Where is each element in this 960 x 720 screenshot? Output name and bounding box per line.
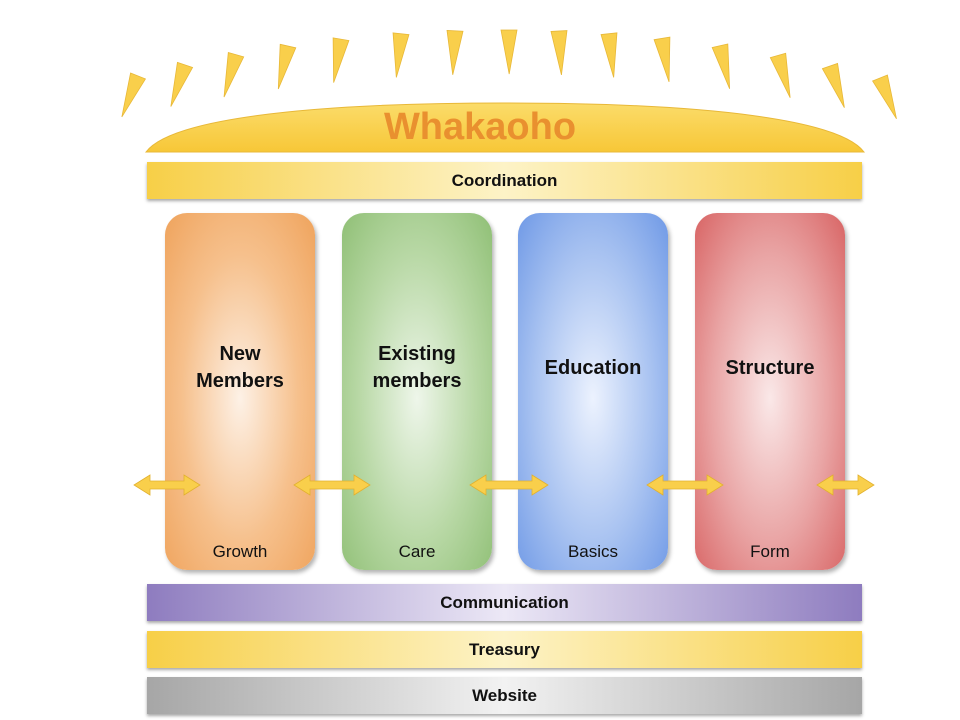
page-title: Whakaoho bbox=[383, 106, 577, 148]
sun-ray bbox=[392, 32, 410, 78]
sun-ray bbox=[446, 30, 464, 75]
double-arrow-icon bbox=[293, 474, 371, 496]
double-arrow-icon bbox=[646, 474, 724, 496]
sun-ray bbox=[550, 30, 568, 76]
pillar-title: Existing members bbox=[342, 340, 492, 396]
pillar-structure: Structure Form bbox=[695, 213, 845, 570]
double-arrow-icon bbox=[816, 474, 875, 496]
pillar-subtitle: Form bbox=[750, 542, 790, 561]
pillar-title-text: Existing members bbox=[372, 343, 462, 392]
website-band: Website bbox=[147, 677, 862, 714]
pillar-title-text: Education bbox=[544, 356, 642, 379]
treasury-band: Treasury bbox=[147, 631, 862, 668]
sun-dome bbox=[144, 102, 866, 153]
sun-ray bbox=[500, 29, 518, 75]
pillar-subtitle: Growth bbox=[212, 542, 268, 561]
pillar-title: Structure bbox=[695, 340, 845, 396]
sun-ray bbox=[223, 52, 245, 98]
pillar-new-members: New Members Growth bbox=[165, 213, 315, 570]
sun-ray bbox=[121, 72, 147, 118]
connector-arrows bbox=[133, 474, 875, 496]
double-arrow-icon bbox=[133, 474, 201, 496]
sun-ray bbox=[600, 32, 618, 78]
sun-ray bbox=[871, 74, 897, 120]
sun-graphic bbox=[121, 29, 897, 153]
sun-rays bbox=[121, 29, 897, 120]
sun-ray bbox=[711, 43, 731, 89]
sun-ray bbox=[653, 36, 671, 82]
sun-ray bbox=[821, 62, 845, 108]
pillar-subtitle: Care bbox=[398, 542, 436, 561]
pillar-title: New Members bbox=[165, 340, 315, 396]
double-arrow-icon bbox=[469, 474, 549, 496]
sun-ray bbox=[769, 52, 791, 98]
pillar-title: Education bbox=[518, 340, 668, 396]
sun-ray bbox=[277, 43, 297, 90]
coordination-band: Coordination bbox=[147, 162, 862, 199]
pillar-title-text: Structure bbox=[725, 356, 815, 379]
pillar-subtitle: Basics bbox=[567, 542, 619, 561]
pillar-existing-members: Existing members Care bbox=[342, 213, 492, 570]
pillar-title-text: New Members bbox=[196, 343, 284, 392]
sun-ray bbox=[332, 37, 350, 83]
pillar-education: Education Basics bbox=[518, 213, 668, 570]
sun-ray bbox=[170, 61, 194, 107]
communication-band: Communication bbox=[147, 584, 862, 621]
